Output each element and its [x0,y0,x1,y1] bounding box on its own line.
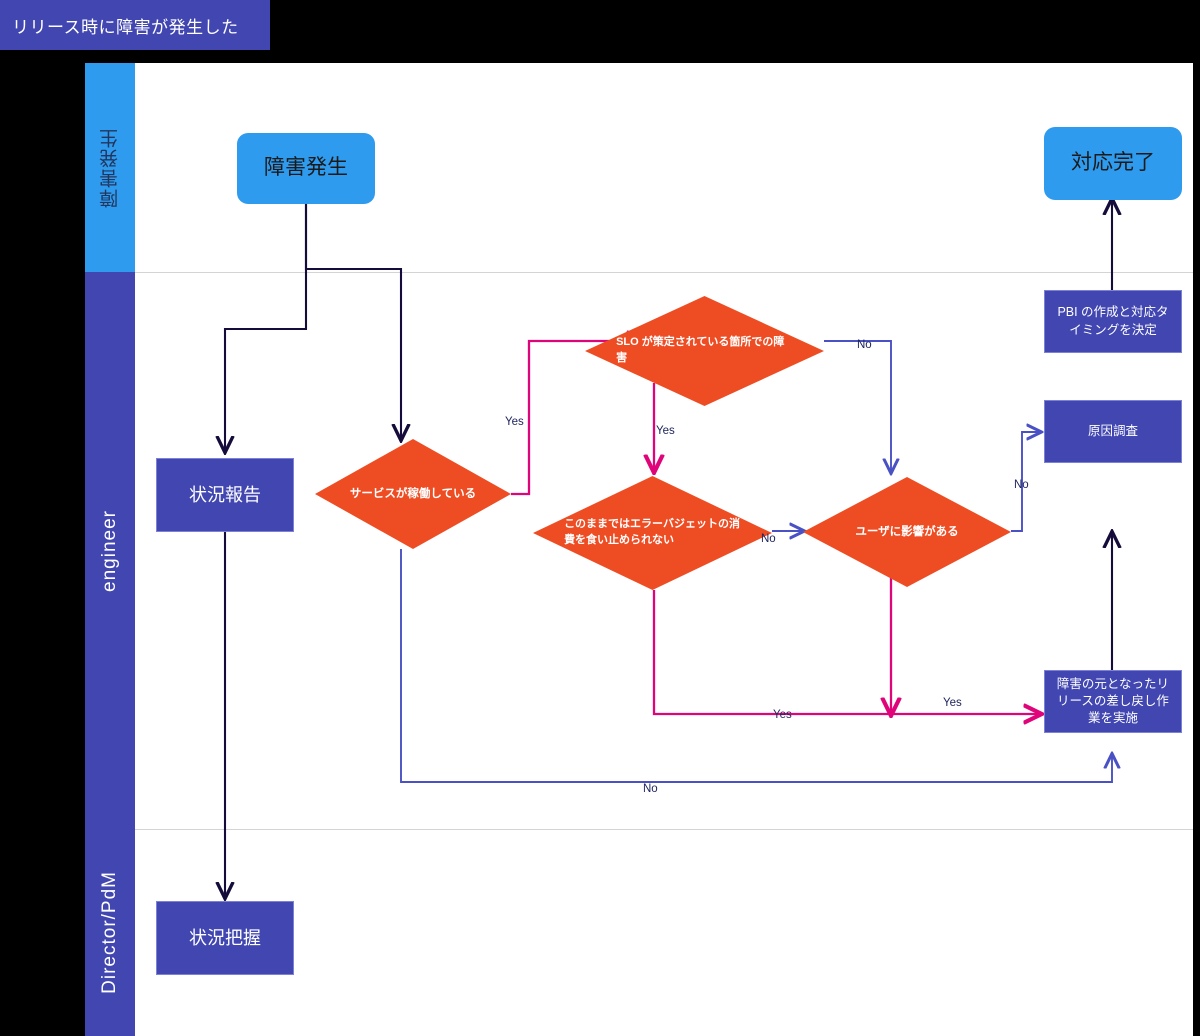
diagram-canvas: 障害発生 engineer Director/PdM [85,63,1193,1036]
edge-label-impact-yes: Yes [943,697,962,709]
edge-error-budget-yes-to-rollback [652,590,1040,714]
node-root-cause[interactable]: 原因調査 [1044,400,1182,463]
edge-user-impact-no-to-root-cause [1011,432,1040,532]
node-user-impact[interactable]: ユーザに影響がある [803,477,1011,587]
node-service-running-label: サービスが稼働している [349,487,477,500]
lane-divider-2 [135,829,1193,830]
node-rollback-label: 障害の元となったリリースの差し戻し作業を実施 [1056,676,1170,726]
diagram-title: リリース時に障害が発生した [0,0,270,50]
edge-label-budget-no: No [761,533,776,545]
node-status-report-label: 状況報告 [189,484,261,505]
node-status-grasp[interactable]: 状況把握 [156,901,294,975]
edge-group-yes [511,341,1040,714]
node-pbi-label: PBI の作成と対応タイミングを決定 [1057,305,1169,337]
node-root-cause-label: 原因調査 [1087,423,1138,438]
edge-label-service-no: No [643,783,658,795]
node-status-report[interactable]: 状況報告 [156,458,294,532]
edge-layer [85,63,1193,1036]
node-rollback[interactable]: 障害の元となったリリースの差し戻し作業を実施 [1044,670,1182,733]
node-slo-area[interactable]: SLO が策定されている箇所での障害 [585,296,824,406]
lane-header-director: Director/PdM [85,829,135,1036]
edge-label-slo-yes: Yes [656,425,675,437]
edge-incident-to-service-running [304,204,401,439]
node-done[interactable]: 対応完了 [1044,127,1182,200]
edge-label-impact-no: No [1014,479,1029,491]
lane-divider-1 [135,272,1193,273]
edge-service-running-yes-to-slo [511,341,643,496]
lane-header-incident: 障害発生 [85,63,135,272]
diagram-title-text: リリース時に障害が発生した [12,17,239,37]
node-slo-area-label: SLO が策定されている箇所での障害 [616,336,785,364]
node-service-running[interactable]: サービスが稼働している [315,439,511,549]
node-status-grasp-label: 状況把握 [189,927,261,948]
node-pbi[interactable]: PBI の作成と対応タイミングを決定 [1044,290,1182,353]
edge-service-running-no-to-rollback [400,549,1112,783]
node-incident[interactable]: 障害発生 [237,133,375,204]
edge-incident-to-status-report [225,204,308,451]
edge-label-service-yes: Yes [505,416,524,428]
node-error-budget[interactable]: このままではエラーバジェットの消費を食い止められない [533,476,772,590]
edge-label-budget-yes: Yes [773,709,792,721]
node-done-label: 対応完了 [1071,151,1155,175]
node-user-impact-label: ユーザに影響がある [855,525,959,538]
node-incident-label: 障害発生 [264,156,348,180]
lane-header-engineer: engineer [85,272,135,829]
node-error-budget-label: このままではエラーバジェットの消費を食い止められない [564,518,740,546]
edge-label-slo-no: No [857,339,872,351]
edge-slo-no-to-user-impact [824,340,891,472]
edge-group-no [400,340,1112,783]
